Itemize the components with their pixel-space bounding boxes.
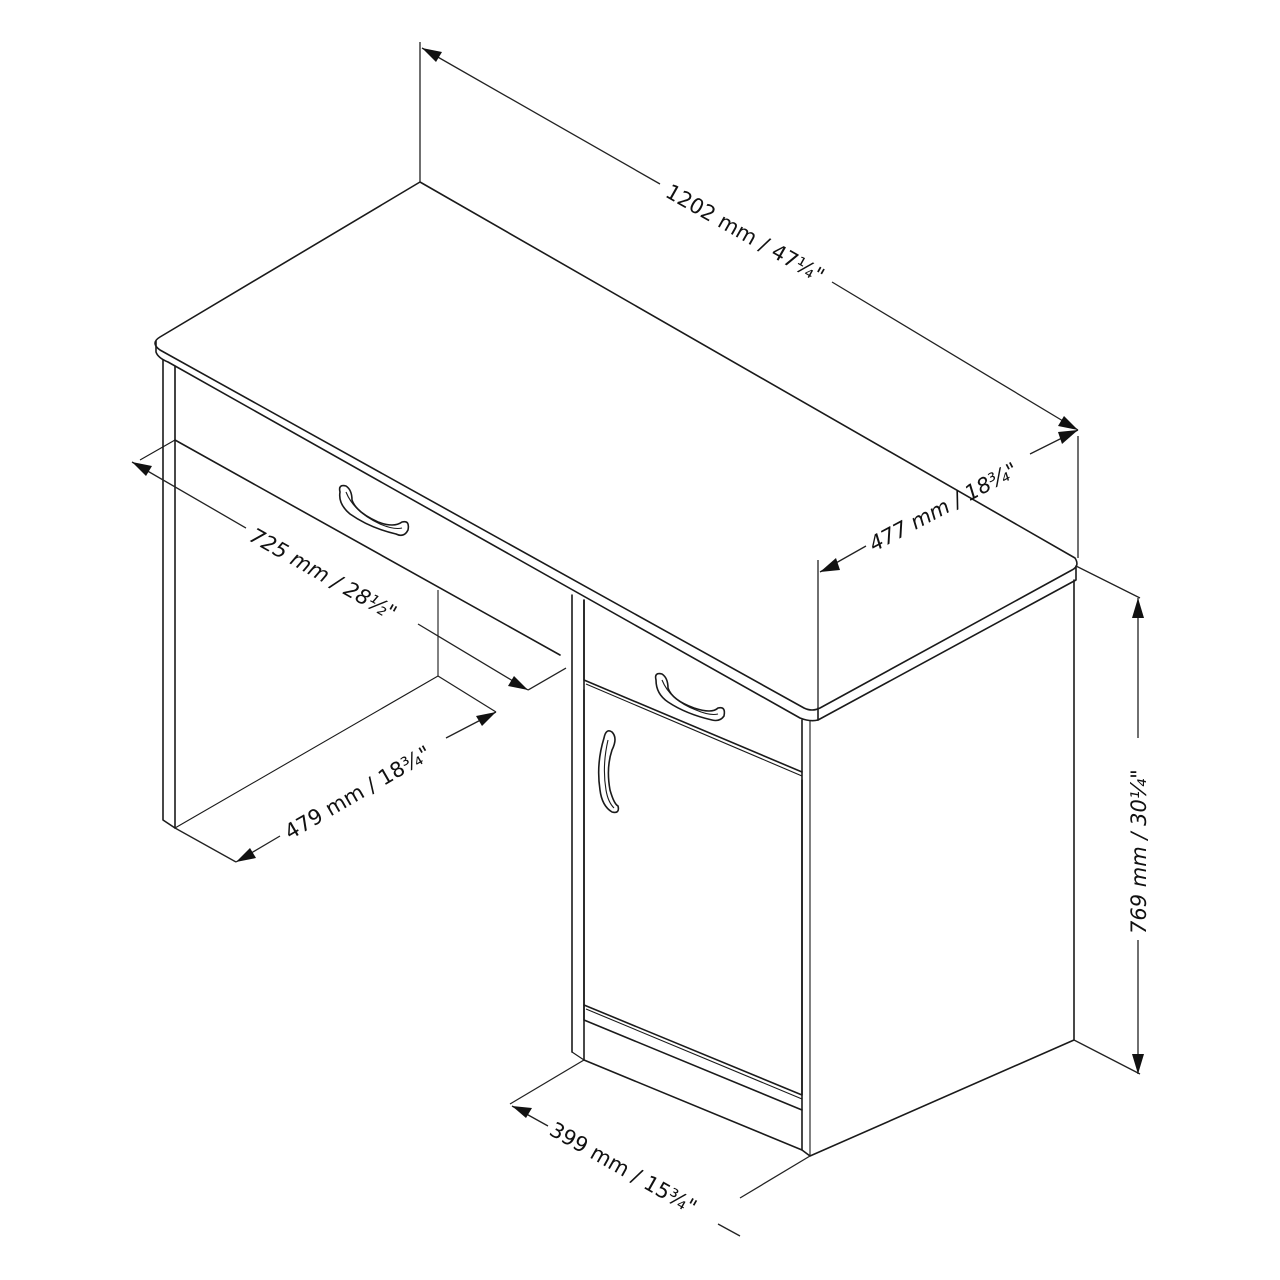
label-knee-depth: 479 mm / 18¾" (281, 741, 436, 844)
dimension-height (1073, 565, 1144, 1075)
label-width: 1202 mm / 47¼" (662, 179, 829, 288)
cabinet-door-handle-icon (597, 730, 620, 814)
desktop-right-edge (817, 565, 1077, 721)
left-side-panel (162, 359, 176, 829)
dimension-cabinet-width (509, 1059, 811, 1237)
center-drawer-front (174, 439, 561, 656)
cabinet-drawer-handle-icon (654, 672, 726, 722)
dimension-knee-width (131, 461, 567, 691)
kick-plate (583, 1004, 803, 1111)
label-knee-width: 725 mm / 28½" (246, 523, 401, 625)
label-cabinet-width: 399 mm / 15¾" (546, 1117, 701, 1219)
cabinet-drawer-front (583, 599, 803, 773)
label-height: 769 mm / 30¼" (1127, 769, 1151, 934)
desktop-top-surface (154, 181, 1078, 711)
dimension-width (419, 42, 1079, 558)
dimension-cabinet-depth (817, 429, 1079, 708)
desktop-front-edge (155, 340, 819, 722)
dimension-knee-depth (174, 675, 497, 863)
center-drawer-handle-icon (338, 484, 410, 537)
